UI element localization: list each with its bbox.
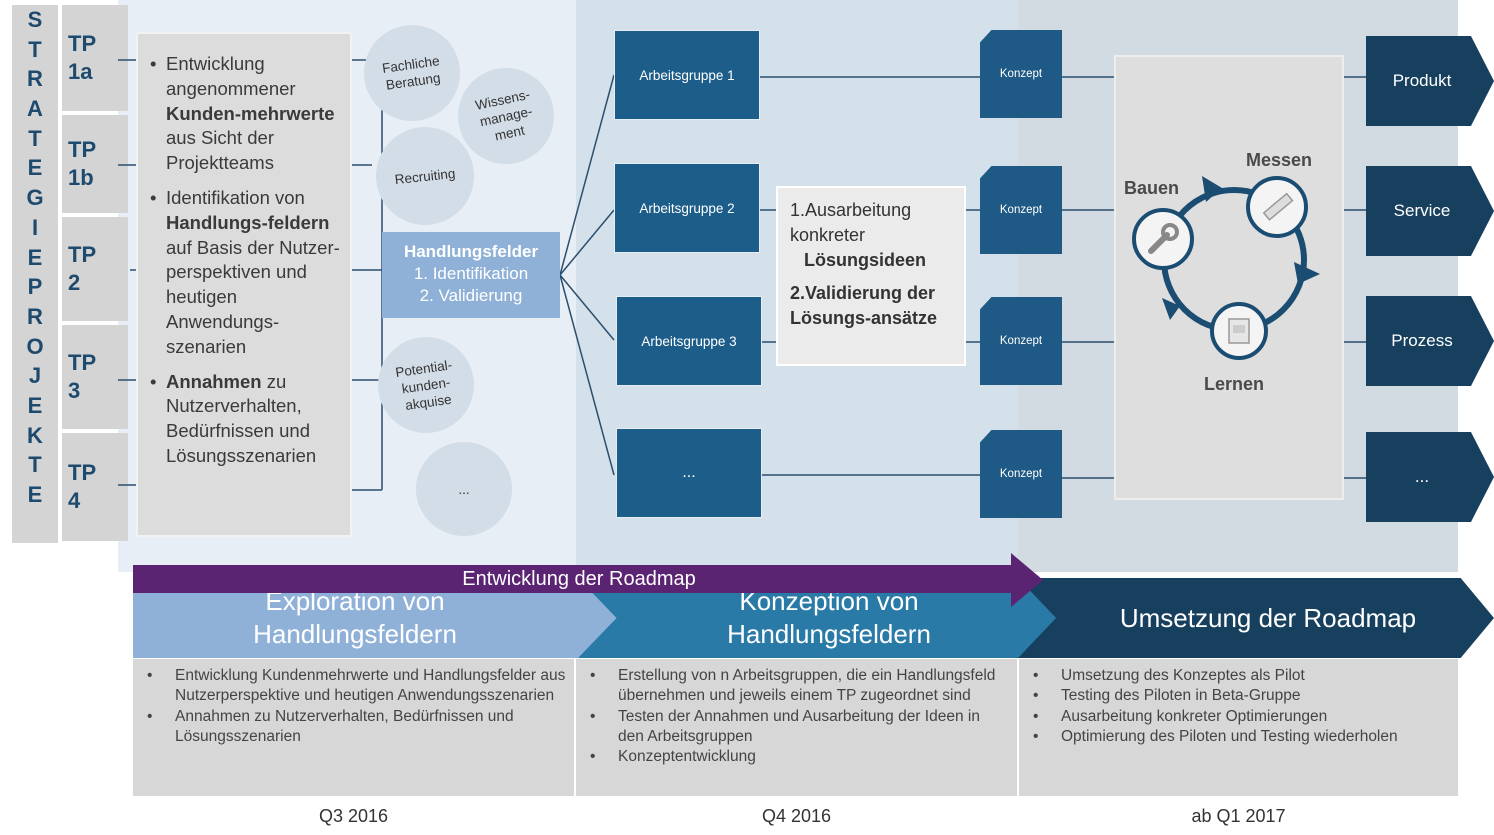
strat-letter: G (26, 185, 44, 211)
exploration-bullet-3: Annahmen zu Nutzerverhalten, Bedürfnisse… (148, 370, 344, 469)
strat-letter: R (27, 303, 43, 329)
quarter-q4-2016: Q4 2016 (761, 806, 832, 826)
tp-number: 1a (68, 59, 93, 84)
description-item: Erstellung von n Arbeitsgruppen, die ein… (590, 666, 1009, 707)
description-item: Annahmen zu Nutzerverhalten, Bedürfnisse… (147, 707, 566, 748)
description-konzeption: Erstellung von n Arbeitsgruppen, die ein… (576, 659, 1017, 796)
tp-1b-box: TP 1b (62, 115, 128, 213)
output-more: ... (1366, 432, 1494, 522)
roadmap-arrow (133, 553, 1043, 607)
wrench-icon (1132, 208, 1194, 270)
tp-label: TP (68, 137, 97, 162)
quarter-q3-2016: Q3 2016 (318, 806, 389, 826)
exploration-text-box: Entwicklung angenommener Kunden-mehrwert… (136, 32, 352, 537)
cycle-label-lernen: Lernen (1204, 374, 1265, 394)
tp-label: TP (68, 460, 97, 485)
description-item: Ausarbeitung konkreter Optimierungen (1033, 707, 1450, 728)
arbeitsgruppe-2: Arbeitsgruppe 2 (614, 163, 760, 253)
strat-letter: K (27, 422, 43, 448)
description-item: Umsetzung des Konzeptes als Pilot (1033, 666, 1450, 687)
strat-letter: E (27, 155, 43, 181)
tp-label: TP (68, 31, 97, 56)
description-item: Optimierung des Piloten und Testing wied… (1033, 727, 1450, 748)
strat-letter: I (31, 214, 39, 240)
description-item: Konzeptentwicklung (590, 747, 1009, 768)
ausarbeitung-step-2: 2.Validierung der Lösungs-ansätze (790, 283, 938, 328)
description-item: Testen der Annahmen und Ausarbeitung der… (590, 707, 1009, 748)
strat-letter: A (27, 96, 43, 122)
strat-letter: P (27, 274, 43, 300)
tp-number: 1b (68, 165, 94, 190)
document-icon (1210, 302, 1268, 360)
cycle-label-bauen: Bauen (1124, 178, 1180, 198)
description-item: Entwicklung Kundenmehrwerte und Handlung… (147, 666, 566, 707)
description-item: Testing des Piloten in Beta-Gruppe (1033, 686, 1450, 707)
exploration-bullet-1: Entwicklung angenommener Kunden-mehrwert… (148, 52, 344, 176)
output-prozess: Prozess (1366, 296, 1494, 386)
quarter-ab-q1-2017: ab Q1 2017 (1191, 806, 1286, 826)
strategieprojekte-column: S T R A T E G I E P R O J E K T E (12, 5, 58, 543)
tp-number: 2 (68, 270, 81, 295)
arbeitsgruppe-more: ... (616, 428, 762, 518)
strat-letter: O (26, 333, 44, 359)
tp-label: TP (68, 242, 97, 267)
konzept-4: Konzept (980, 430, 1062, 518)
konzept-2: Konzept (980, 166, 1062, 254)
output-produkt: Produkt (1366, 36, 1494, 126)
arbeitsgruppe-3: Arbeitsgruppe 3 (616, 296, 762, 386)
cycle-label-messen: Messen (1246, 150, 1313, 170)
ruler-icon (1246, 176, 1308, 238)
description-umsetzung: Umsetzung des Konzeptes als Pilot Testin… (1019, 659, 1458, 796)
strat-letter: T (28, 125, 42, 151)
circle-more: ... (416, 442, 512, 536)
strat-letter: E (27, 244, 43, 270)
konzept-1: Konzept (980, 30, 1062, 118)
exploration-bullet-2: Identifikation von Handlungs-feldern auf… (148, 186, 344, 360)
tp-2-box: TP 2 (62, 217, 128, 321)
strat-letter: T (28, 36, 42, 62)
output-service: Service (1366, 166, 1494, 256)
strat-letter: E (27, 482, 43, 507)
tp-number: 4 (68, 488, 81, 513)
strat-letter: J (28, 363, 42, 389)
arbeitsgruppe-1: Arbeitsgruppe 1 (614, 30, 760, 120)
handlungsfelder-box: Handlungsfelder 1. Identifikation 2. Val… (382, 232, 560, 318)
strat-letter: T (28, 452, 42, 478)
strat-letter: R (27, 66, 43, 92)
tp-number: 3 (68, 378, 81, 403)
strat-letter: S (27, 7, 43, 32)
description-exploration: Entwicklung Kundenmehrwerte und Handlung… (133, 659, 574, 796)
tp-label: TP (68, 350, 97, 375)
phase-umsetzung: Umsetzung der Roadmap (1018, 578, 1494, 658)
tp-3-box: TP 3 (62, 325, 128, 429)
strat-letter: E (27, 392, 43, 418)
tp-1a-box: TP 1a (62, 5, 128, 111)
konzept-3: Konzept (980, 297, 1062, 385)
roadmap-arrow-label: Entwicklung der Roadmap (462, 568, 696, 590)
tp-4-box: TP 4 (62, 433, 128, 541)
